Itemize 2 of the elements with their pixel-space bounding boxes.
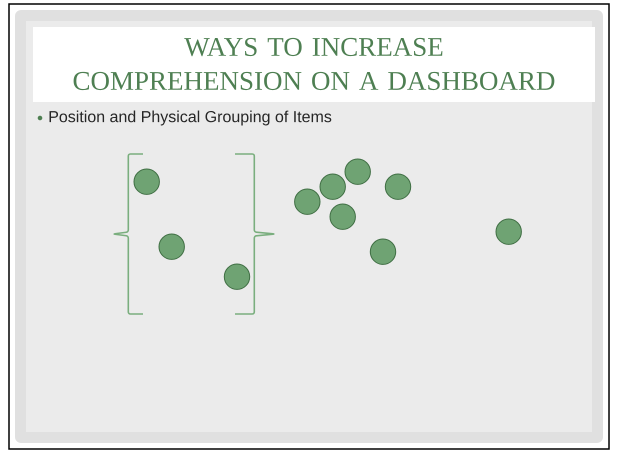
slide-title: WAYS TO INCREASE COMPREHENSION ON A DASHBOARD [74,38,554,90]
bullet-text: Position and Physical Grouping of Items [50,110,332,126]
